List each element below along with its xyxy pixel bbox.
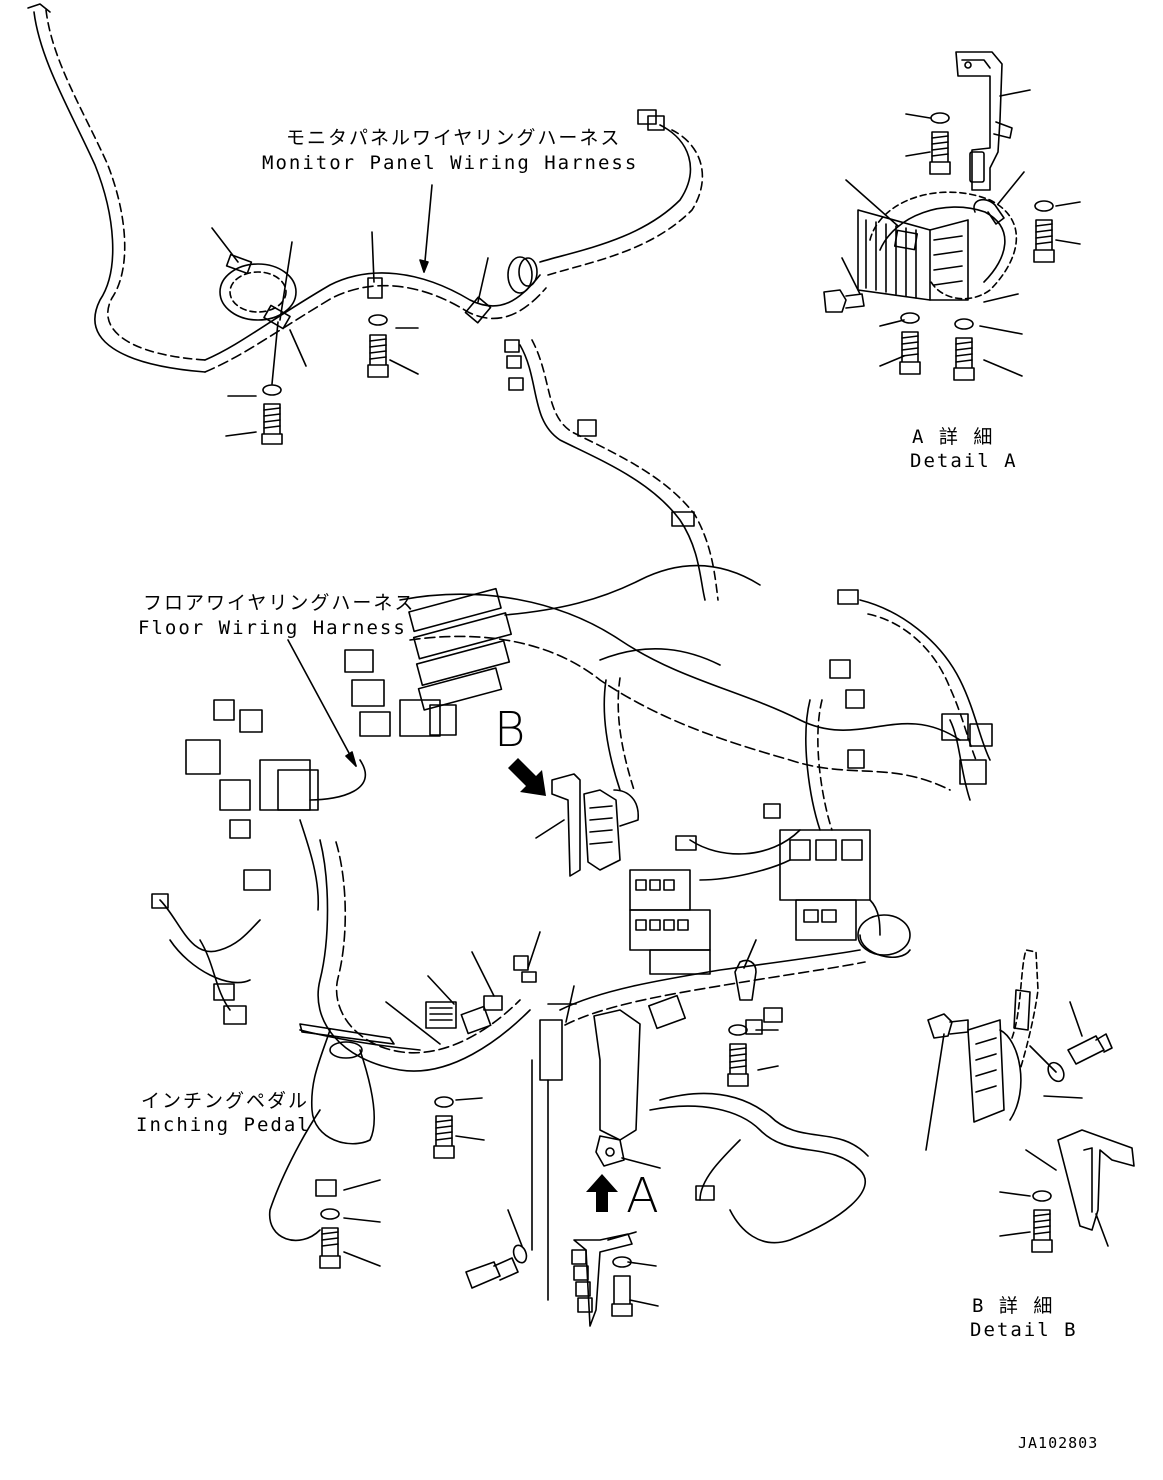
view-a-letter: A	[626, 1168, 659, 1224]
inching-pedal-label-jp: インチングペダル	[141, 1090, 310, 1112]
inching-pedal-label-en: Inching Pedal	[136, 1114, 311, 1136]
detail-a-drawing	[823, 51, 1081, 381]
floor-harness-label-jp: フロアワイヤリングハーネス	[143, 592, 416, 614]
view-b-letter: B	[494, 702, 526, 758]
detail-b-drawing	[925, 949, 1135, 1253]
detail-b-label-jp: B 詳 細	[972, 1295, 1055, 1317]
detail-b-label-en: Detail B	[970, 1319, 1078, 1341]
view-arrow-b	[508, 758, 546, 796]
drawing-code: JA102803	[1018, 1434, 1099, 1452]
detail-a-label-en: Detail A	[910, 450, 1018, 472]
detail-a-label-jp: A 詳 細	[912, 426, 995, 448]
view-arrow-a	[586, 1174, 618, 1212]
monitor-harness-label-en: Monitor Panel Wiring Harness	[262, 152, 639, 174]
floor-harness	[151, 564, 993, 1327]
monitor-panel-harness	[27, 3, 719, 601]
monitor-harness-label-jp: モニタパネルワイヤリングハーネス	[286, 127, 622, 149]
inching-pedal	[269, 1023, 395, 1269]
floor-harness-label-en: Floor Wiring Harness	[138, 617, 407, 639]
